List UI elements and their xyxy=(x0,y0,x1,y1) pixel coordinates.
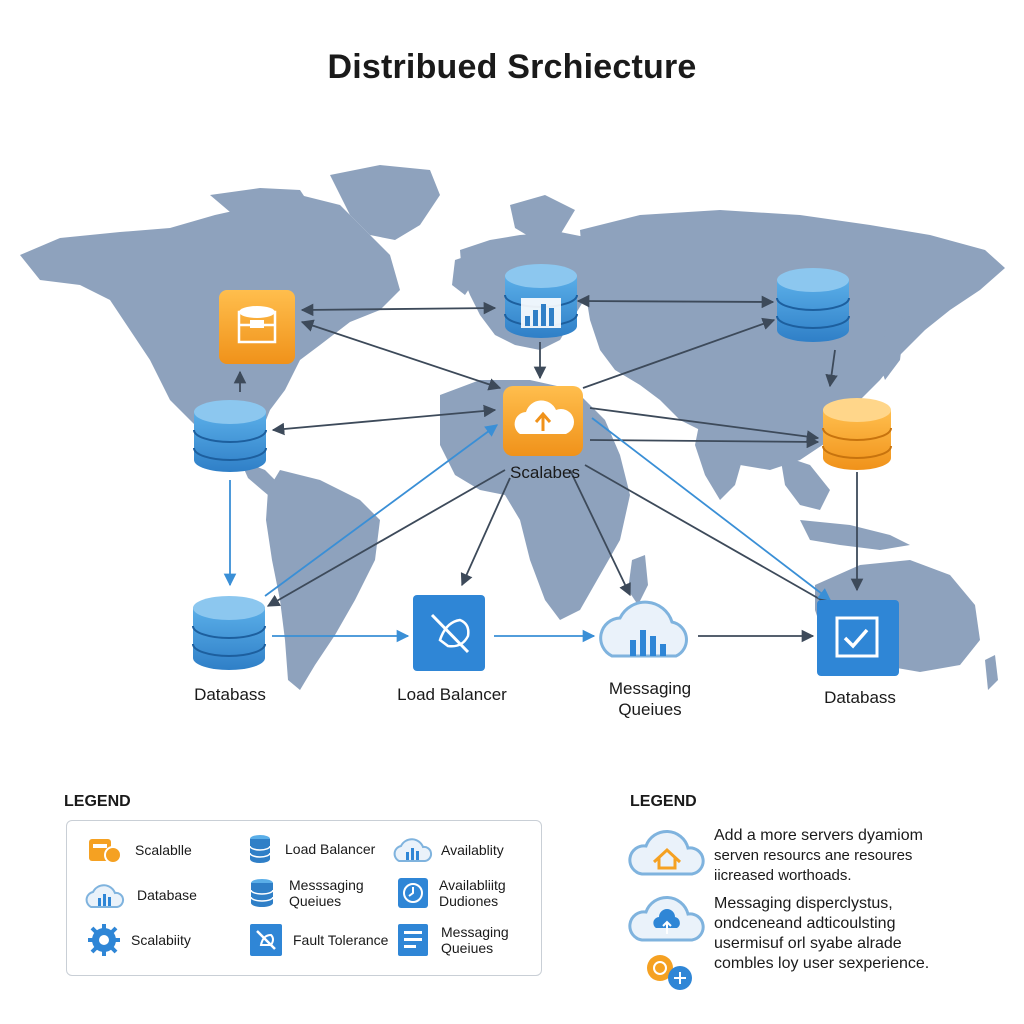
database-stack-icon xyxy=(250,879,274,907)
connection-arrows xyxy=(233,294,864,643)
legend-right-entry-1: Add a more servers dyamiom serven resour… xyxy=(714,826,923,886)
gear-icon xyxy=(88,924,120,956)
legend-label-fault-tolerance: Fault Tolerance xyxy=(293,932,389,948)
cloud-chart-icon xyxy=(85,884,125,908)
load-balancer-node[interactable] xyxy=(413,595,485,671)
legend-right-entry-2-line3: usermisuf orl syabe alrade xyxy=(714,935,902,952)
data-flow-arrows xyxy=(223,417,832,643)
legend-right-entry-1-line3: iicreased worthoads. xyxy=(714,867,852,884)
legend-label-database: Database xyxy=(137,887,197,903)
orange-server-node[interactable] xyxy=(219,290,295,364)
orange-database-node-asia[interactable] xyxy=(822,398,892,470)
scalabes-cloud-node[interactable] xyxy=(503,386,583,456)
messaging-label-line2: Queiues xyxy=(618,700,682,719)
legend-item-scalable: Scalablle xyxy=(87,835,192,865)
no-hand-icon xyxy=(250,924,282,956)
legend-label-load-balancer: Load Balancer xyxy=(285,841,376,857)
page-title: Distribued Srchiecture xyxy=(327,48,697,86)
load-balancer-label: Load Balancer xyxy=(397,685,507,704)
database-chart-node-europe[interactable] xyxy=(504,264,578,338)
legend-label-mq-line2: Queiues xyxy=(441,940,494,956)
legend-label-mq-line1: Messaging xyxy=(441,924,509,940)
cloud-upload-icon xyxy=(628,895,705,942)
legend-label-availability-line2: Dudiones xyxy=(439,893,499,909)
cloud-home-icon xyxy=(628,829,705,876)
legend-item-availability: Availablity xyxy=(391,835,504,865)
legend-right-heading: LEGEND xyxy=(630,793,697,810)
legend-item-scalability: Scalabiity xyxy=(87,923,191,957)
database-stack-icon xyxy=(249,835,271,863)
database-node-right[interactable] xyxy=(817,600,899,676)
legend-right-entry-2-line4: combles loy user sexperience. xyxy=(714,955,930,972)
legend-label-scalable: Scalablle xyxy=(135,842,192,858)
legend-right-entry-1-line2: serven resourcs ane resoures xyxy=(714,847,913,864)
legend-right-entry-2-line1: Messaging disperclystus, xyxy=(714,895,893,912)
legend-left-box: Scalablle Load Balancer Availablity Data… xyxy=(66,820,542,976)
legend-left-heading: LEGEND xyxy=(64,793,131,810)
legend-label-scalability: Scalabiity xyxy=(131,932,191,948)
database-node-asia[interactable] xyxy=(776,268,850,342)
orange-blue-badge-icon xyxy=(647,955,692,990)
legend-item-fault-tolerance: Fault Tolerance xyxy=(249,923,388,957)
legend-label-messaging-line2: Queiues xyxy=(289,893,342,909)
legend-right-entry-2: Messaging disperclystus, ondceneand adti… xyxy=(714,894,929,974)
legend-item-load-balancer: Load Balancer xyxy=(245,833,375,865)
legend-label-availability: Availablity xyxy=(441,842,504,858)
legend-item-database: Database xyxy=(83,879,197,911)
database-node-bottom-left[interactable] xyxy=(192,596,266,670)
messaging-queues-node[interactable] xyxy=(599,600,688,658)
legend-label-availability-line1: Availabliitg xyxy=(439,877,506,893)
legend-right-entry-2-line2: ondceneand adticoulsting xyxy=(714,915,896,932)
legend-label-messaging-line1: Messsaging xyxy=(289,877,364,893)
legend-right-entry-1-line1: Add a more servers dyamiom xyxy=(714,827,923,844)
clock-icon xyxy=(398,878,428,908)
messaging-label-line1: Messaging xyxy=(608,679,692,698)
messaging-queues-label: Messaging Queiues xyxy=(590,678,710,720)
cloud-chart-icon xyxy=(393,838,433,862)
database-node-americas[interactable] xyxy=(193,400,267,472)
server-gear-icon xyxy=(89,839,122,864)
database-right-label: Databass xyxy=(824,688,896,707)
database-left-label: Databass xyxy=(194,685,266,704)
list-icon xyxy=(398,924,428,956)
scalabes-label: Scalabes xyxy=(510,463,580,482)
